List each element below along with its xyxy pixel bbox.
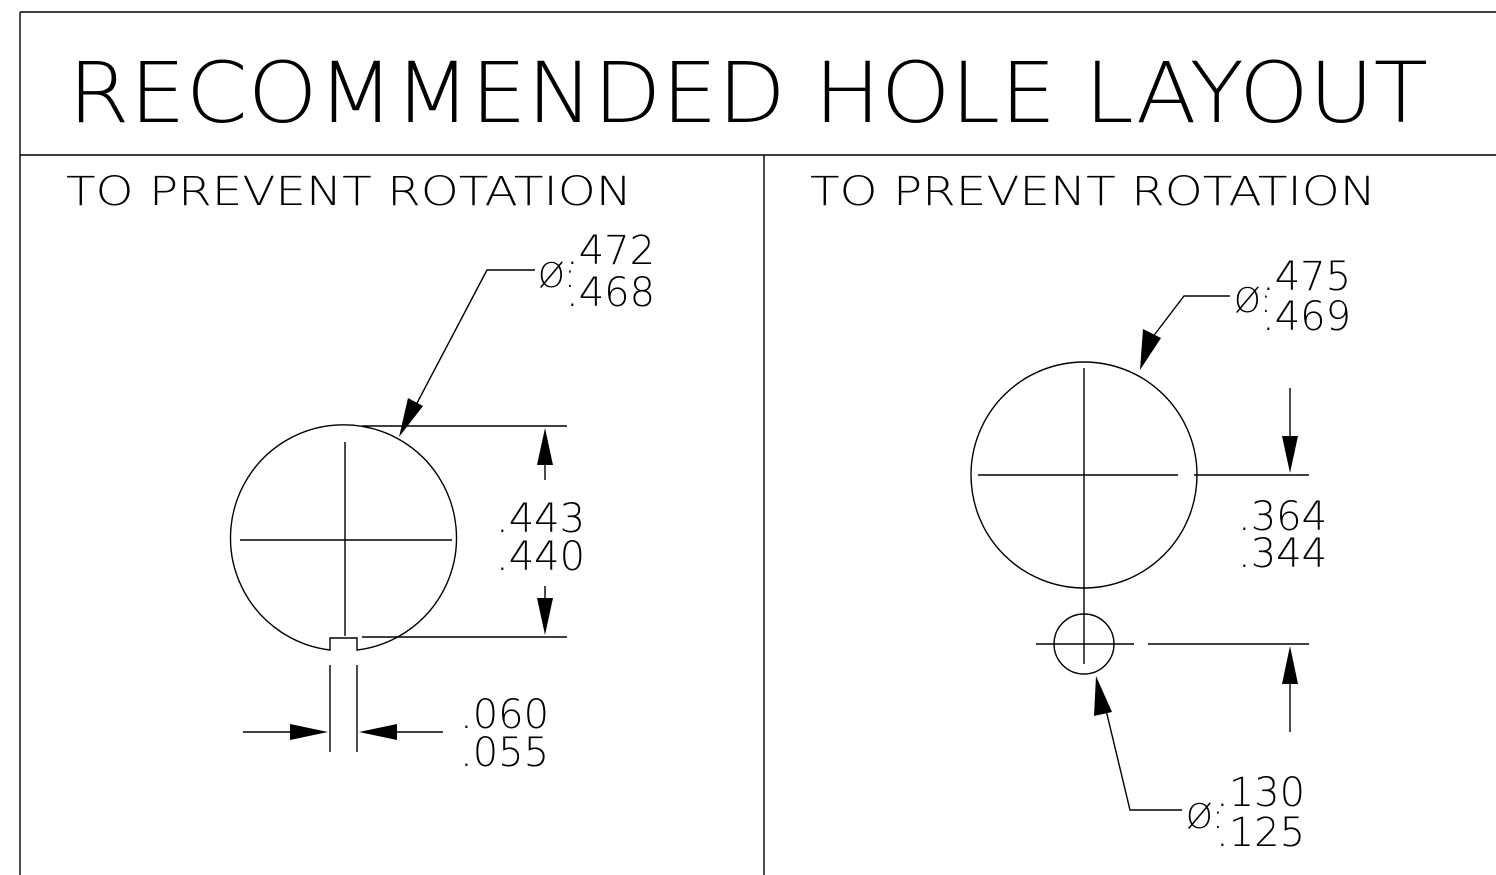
right-diameter-symbol: Ø: [1234,281,1272,321]
right-center-distance-max: .364 [1238,494,1327,540]
right-pin-diameter-max: .130 [1216,770,1305,816]
left-keyed-hole-outline [229,424,458,651]
right-panel-subtitle: TO PREVENT ROTATION [810,169,1376,215]
right-pin-diameter-symbol: Ø: [1186,797,1224,837]
left-diameter-min: .468 [566,270,655,316]
right-center-distance-min: .344 [1238,531,1327,577]
right-panel: TO PREVENT ROTATION Ø: .475 .469 .364 .3… [810,169,1376,856]
right-up-arrowhead [1282,646,1298,684]
drawing-frame [19,11,1496,875]
right-pin-diameter-leader [1105,709,1182,811]
right-pin-diameter-min: .125 [1216,810,1305,856]
right-pin-diameter-arrowhead [1094,676,1112,716]
right-diameter-min: .469 [1262,294,1351,340]
left-diameter-max: .472 [566,228,655,274]
right-diameter-arrowhead [1140,329,1161,370]
left-diameter-leader [405,269,535,425]
left-diameter-arrowhead [399,398,423,437]
left-flat-min: .440 [496,534,585,580]
right-diameter-max: .475 [1262,254,1351,300]
left-panel-subtitle: TO PREVENT ROTATION [66,169,632,215]
left-flat-up-arrowhead [537,428,553,465]
left-key-right-pointing-arrowhead [290,724,328,740]
left-diameter-symbol: Ø: [538,256,576,296]
right-diameter-leader [1151,295,1230,339]
left-key-min: .055 [460,730,549,776]
left-key-max: .060 [460,692,549,738]
left-flat-max: .443 [496,496,585,542]
left-panel: TO PREVENT ROTATION Ø: .472 .468 .443 .4… [66,169,655,776]
drawing-title: RECOMMENDED HOLE LAYOUT [68,44,1428,142]
left-flat-down-arrowhead [537,598,553,635]
right-down-arrowhead [1282,436,1298,473]
left-key-left-pointing-arrowhead [359,724,397,740]
